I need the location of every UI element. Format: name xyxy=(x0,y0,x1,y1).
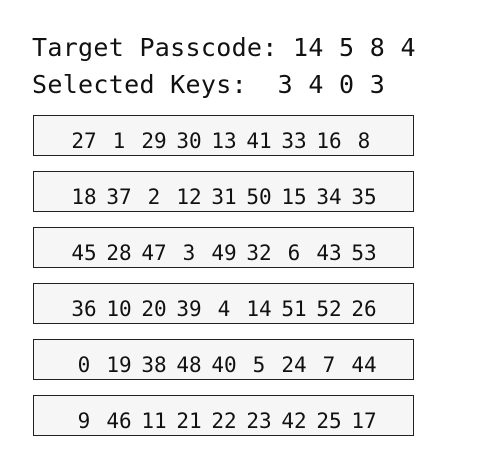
key-button[interactable]: 36 xyxy=(71,297,97,321)
target-passcode-digits: 14 5 8 4 xyxy=(292,33,416,62)
key-button[interactable]: 52 xyxy=(316,297,342,321)
key-button[interactable]: 46 xyxy=(106,409,132,433)
selected-keys-line: Selected Keys: 3 4 0 3 xyxy=(32,70,385,100)
key-button[interactable]: 19 xyxy=(106,353,132,377)
key-button[interactable]: 47 xyxy=(141,241,167,265)
key-button[interactable]: 3 xyxy=(182,241,196,265)
key-button[interactable]: 21 xyxy=(176,409,202,433)
key-button[interactable]: 14 xyxy=(246,297,272,321)
key-button[interactable]: 28 xyxy=(106,241,132,265)
key-button[interactable]: 32 xyxy=(246,241,272,265)
target-passcode-line: Target Passcode: 14 5 8 4 xyxy=(32,33,416,63)
key-button[interactable]: 0 xyxy=(77,353,91,377)
keypad-row: 0 19 38 48 40 5 24 7 44 xyxy=(33,339,414,380)
key-button[interactable]: 26 xyxy=(351,297,377,321)
key-button[interactable]: 51 xyxy=(281,297,307,321)
key-button[interactable]: 24 xyxy=(281,353,307,377)
key-button[interactable]: 15 xyxy=(281,185,307,209)
key-button[interactable]: 44 xyxy=(351,353,377,377)
key-button[interactable]: 2 xyxy=(147,185,161,209)
key-button[interactable]: 9 xyxy=(77,409,91,433)
key-button[interactable]: 39 xyxy=(176,297,202,321)
key-button[interactable]: 8 xyxy=(357,129,371,153)
key-button[interactable]: 29 xyxy=(141,129,167,153)
key-button[interactable]: 1 xyxy=(112,129,126,153)
key-button[interactable]: 48 xyxy=(176,353,202,377)
key-button[interactable]: 11 xyxy=(141,409,167,433)
keypad-row: 45 28 47 3 49 32 6 43 53 xyxy=(33,227,414,268)
key-button[interactable]: 6 xyxy=(287,241,301,265)
keypad-row: 36 10 20 39 4 14 51 52 26 xyxy=(33,283,414,324)
key-button[interactable]: 37 xyxy=(106,185,132,209)
target-passcode-label: Target Passcode: xyxy=(32,33,278,62)
selected-keys-digits: 3 4 0 3 xyxy=(277,70,386,99)
key-button[interactable]: 31 xyxy=(211,185,237,209)
key-button[interactable]: 20 xyxy=(141,297,167,321)
key-button[interactable]: 13 xyxy=(211,129,237,153)
key-button[interactable]: 30 xyxy=(176,129,202,153)
key-button[interactable]: 50 xyxy=(246,185,272,209)
key-button[interactable]: 17 xyxy=(351,409,377,433)
key-button[interactable]: 38 xyxy=(141,353,167,377)
key-button[interactable]: 33 xyxy=(281,129,307,153)
keypad-row: 27 1 29 30 13 41 33 16 8 xyxy=(33,115,414,156)
key-button[interactable]: 5 xyxy=(252,353,266,377)
key-button[interactable]: 43 xyxy=(316,241,342,265)
key-button[interactable]: 10 xyxy=(106,297,132,321)
key-button[interactable]: 45 xyxy=(71,241,97,265)
key-button[interactable]: 41 xyxy=(246,129,272,153)
key-button[interactable]: 23 xyxy=(246,409,272,433)
selected-keys-label: Selected Keys: xyxy=(32,70,247,99)
key-button[interactable]: 12 xyxy=(176,185,202,209)
key-button[interactable]: 16 xyxy=(316,129,342,153)
key-button[interactable]: 53 xyxy=(351,241,377,265)
key-button[interactable]: 40 xyxy=(211,353,237,377)
keypad-row: 18 37 2 12 31 50 15 34 35 xyxy=(33,171,414,212)
key-button[interactable]: 42 xyxy=(281,409,307,433)
key-button[interactable]: 4 xyxy=(217,297,231,321)
key-button[interactable]: 34 xyxy=(316,185,342,209)
key-button[interactable]: 35 xyxy=(351,185,377,209)
key-button[interactable]: 7 xyxy=(322,353,336,377)
key-button[interactable]: 49 xyxy=(211,241,237,265)
key-button[interactable]: 18 xyxy=(71,185,97,209)
key-button[interactable]: 25 xyxy=(316,409,342,433)
key-button[interactable]: 22 xyxy=(211,409,237,433)
keypad-row: 9 46 11 21 22 23 42 25 17 xyxy=(33,395,414,436)
key-button[interactable]: 27 xyxy=(71,129,97,153)
